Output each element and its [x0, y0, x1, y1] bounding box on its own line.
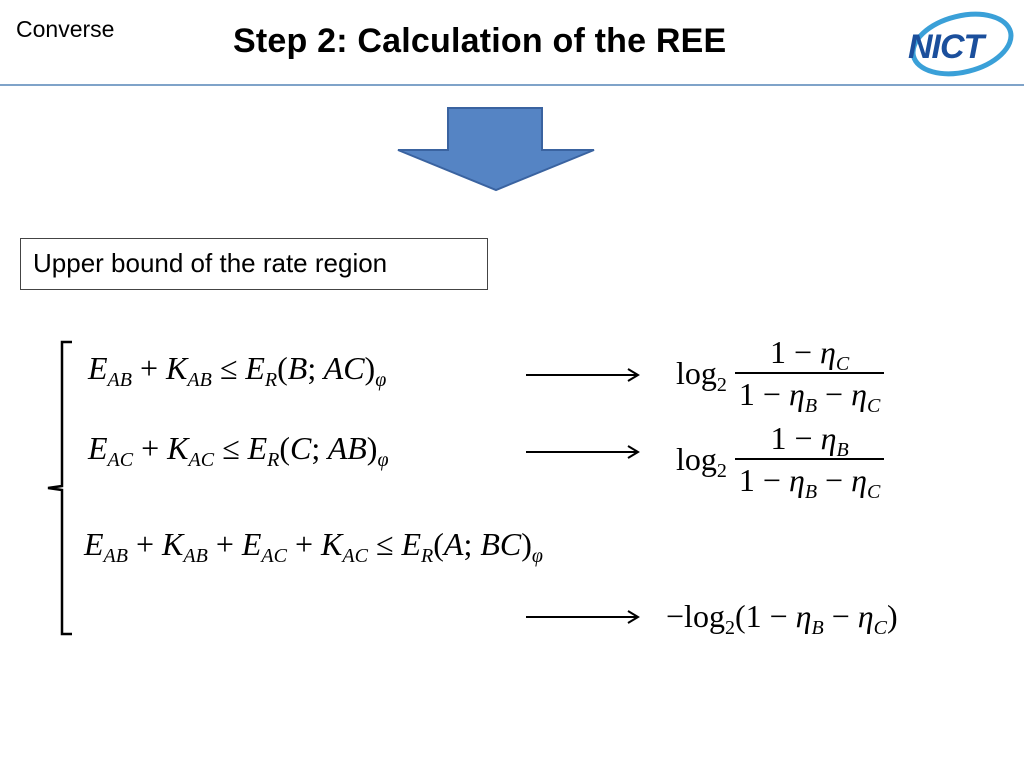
- rate-region-box: Upper bound of the rate region: [20, 238, 488, 290]
- slide-title: Step 2: Calculation of the REE: [233, 22, 727, 60]
- nict-logo-icon: NICT: [908, 11, 1014, 77]
- arrow-2-icon: [526, 445, 640, 459]
- arrow-1-icon: [526, 368, 640, 382]
- section-label: Converse: [16, 16, 115, 42]
- equation-2: EAC + KAC ≤ ER(C; AB)φ: [88, 430, 389, 471]
- left-brace: [47, 340, 72, 636]
- arrow-3-icon: [526, 610, 640, 624]
- down-arrow-icon: [397, 107, 595, 192]
- equation-3: EAB + KAB + EAC + KAC ≤ ER(A; BC)φ: [84, 526, 543, 567]
- header-divider: [0, 84, 1024, 86]
- result-3: −log2(1 − ηB − ηC): [666, 598, 898, 639]
- svg-text:NICT: NICT: [908, 28, 988, 66]
- equation-1: EAB + KAB ≤ ER(B; AC)φ: [88, 350, 387, 391]
- rate-region-label: Upper bound of the rate region: [33, 248, 388, 278]
